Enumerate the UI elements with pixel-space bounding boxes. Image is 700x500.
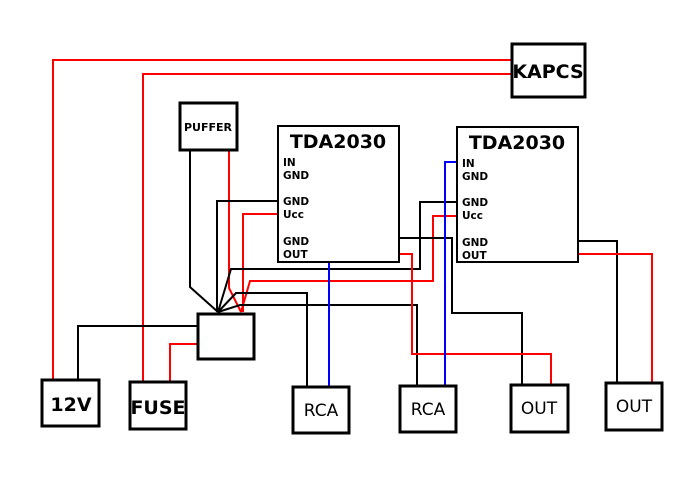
puffer-box: PUFFER [178,101,239,152]
kapcs-box: KAPCS [510,42,587,99]
wire-amp1-gnd [216,200,278,312]
fuse-label: FUSE [130,397,185,419]
wire-puffer-pos [228,150,242,313]
pin-out: OUT [462,250,487,262]
wire-rca1-gnd [217,292,308,387]
wire-amp1-out [308,253,552,385]
amplifier-2: TDA2030 IN GND GND Ucc GND OUT [456,126,579,263]
pin-ucc: Ucc [462,210,483,222]
pin-out: OUT [283,249,308,261]
rca-right-box: RCA [398,384,458,434]
out-left-label: OUT [521,399,558,419]
wire-amp2-out [490,253,653,383]
wire-amp2-ucc [240,215,457,313]
wires [52,59,653,387]
rca-left-box: RCA [291,385,351,435]
wire-amp1-ucc [242,213,278,312]
fuse-box: FUSE [128,380,188,431]
out-left-box: OUT [509,383,570,434]
out-right-label: OUT [616,397,653,417]
rca-left-label: RCA [304,401,339,421]
pin-in: IN [283,157,296,169]
wire-amp2-gnd [217,201,457,313]
rca-right-label: RCA [411,400,446,420]
pin-gnd: GND [462,237,488,249]
pin-gnd: GND [283,236,309,248]
wire-puffer-gnd [189,150,219,313]
puffer-label: PUFFER [184,121,233,134]
pin-gnd: GND [462,171,488,183]
pin-gnd: GND [283,196,309,208]
pin-gnd: GND [462,197,488,209]
wire-kapcs-12v [52,59,512,380]
pin-ucc: Ucc [283,209,304,221]
out-right-box: OUT [604,381,664,432]
wire-fuse-hub [169,343,198,382]
amplifier-1: TDA2030 IN GND GND Ucc GND OUT [277,125,400,263]
wire-12v-hub [77,325,198,380]
wire-kapcs-fuse [142,73,512,382]
wire-amp2-in [444,161,460,386]
kapcs-label: KAPCS [512,61,583,83]
pin-in: IN [462,158,475,170]
wire-amp1-out-gnd [308,237,523,385]
pin-gnd: GND [283,170,309,182]
amplifier-title: TDA2030 [290,131,386,153]
power-box: 12V [40,378,101,428]
amplifier-title: TDA2030 [469,132,565,154]
junction-box [196,312,256,361]
power-label: 12V [50,394,91,416]
